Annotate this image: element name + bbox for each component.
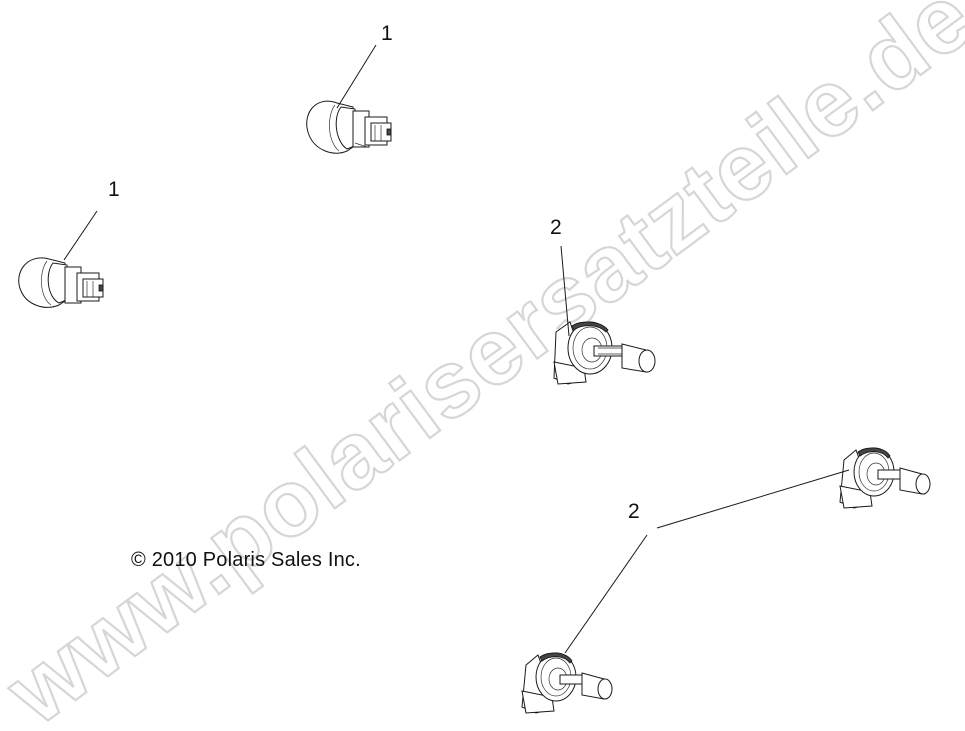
leader-line-2-right	[656, 469, 850, 529]
headlight-bulb-middle	[553, 321, 656, 385]
leader-line-2-bottom	[564, 534, 648, 654]
wedge-bulb-left	[18, 257, 104, 308]
callout-1-top: 1	[381, 22, 393, 45]
headlight-bulb-right	[839, 447, 931, 509]
leader-line-1-left	[63, 210, 98, 261]
headlight-bulb-bottom	[521, 652, 613, 714]
callout-1-left: 1	[108, 178, 120, 201]
leader-line-2-mid	[560, 245, 570, 337]
wedge-bulb-top	[306, 100, 392, 154]
callout-2-bottom: 2	[628, 500, 640, 523]
callout-2-mid: 2	[550, 216, 562, 239]
leader-line-1-top	[336, 44, 377, 109]
copyright-notice: © 2010 Polaris Sales Inc.	[131, 549, 361, 571]
